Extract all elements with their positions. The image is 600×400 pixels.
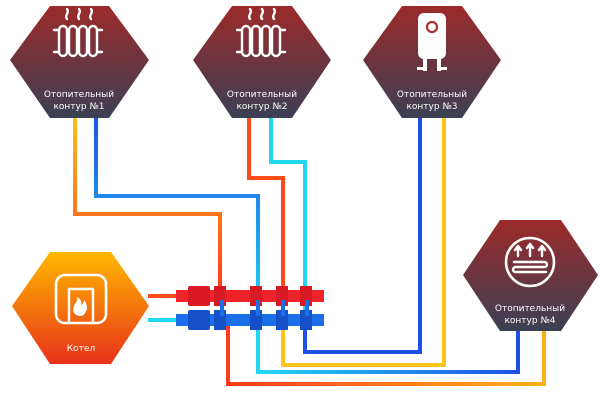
circuit2-label-line2: контур №2 <box>236 102 287 112</box>
water-heater-icon <box>417 13 447 71</box>
circuit3-label-line2: контур №3 <box>406 102 457 112</box>
circuit3-label-line1: Отопительный <box>397 90 467 100</box>
circuit4-label-line2: контур №4 <box>504 316 555 326</box>
pipe-circuit4-supply <box>226 318 546 386</box>
circuit2-label-line1: Отопительный <box>227 90 297 100</box>
pipe-circuit1-return <box>94 112 260 318</box>
radiator-icon <box>235 7 287 58</box>
manifold <box>176 286 324 330</box>
boiler-label: Котел <box>67 344 95 354</box>
node-circuit3[interactable]: Отопительный контур №3 <box>363 6 501 118</box>
underfloor-heating-icon <box>504 236 556 288</box>
node-circuit1[interactable]: Отопительный контур №1 <box>10 6 149 118</box>
boiler-flame-icon <box>54 273 108 325</box>
hexagon-shape <box>193 6 331 118</box>
circuit1-label-line1: Отопительный <box>44 90 114 100</box>
node-circuit4[interactable]: Отопительный контур №4 <box>463 220 598 331</box>
node-boiler[interactable]: Котел <box>12 252 149 364</box>
circuit4-label-line1: Отопительный <box>495 304 565 314</box>
radiator-icon <box>52 7 104 58</box>
pipe-circuit2-supply <box>247 118 285 292</box>
pipes <box>73 112 546 386</box>
pipe-circuit3-supply <box>281 118 446 367</box>
circuit1-label-line2: контур №1 <box>53 102 104 112</box>
pipe-circuit4-return <box>256 318 520 374</box>
hexagon-shape <box>363 6 501 118</box>
hexagon-shape <box>463 220 598 331</box>
pipe-circuit3-return <box>303 118 422 354</box>
pipe-circuit2-return <box>269 118 307 318</box>
pipe-circuit1-supply <box>73 112 222 292</box>
node-circuit2[interactable]: Отопительный контур №2 <box>193 6 331 118</box>
hexagon-shape <box>10 6 149 118</box>
